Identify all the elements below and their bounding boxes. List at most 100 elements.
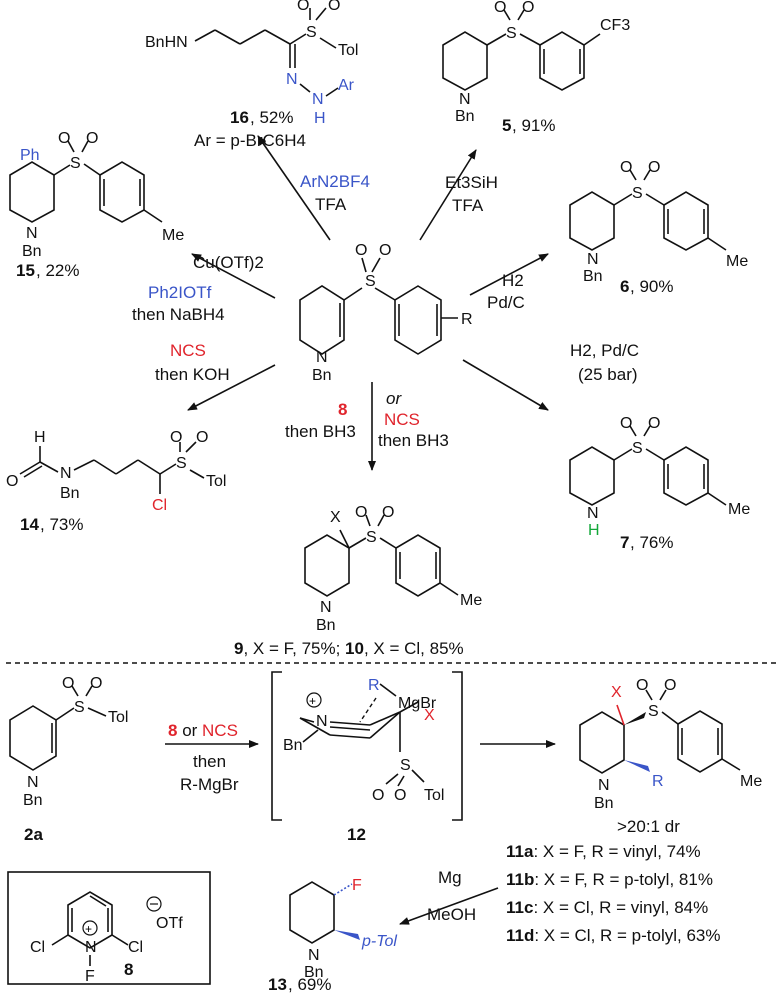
svg-text:Bn: Bn (60, 485, 80, 502)
svg-text:Bn: Bn (283, 737, 303, 754)
svg-text:Cl: Cl (128, 939, 143, 956)
intermediate-12: + N Bn R MgBr X S O O Tol 12 (271, 671, 463, 844)
svg-text:16: 16 (230, 108, 249, 127)
svg-text:H: H (314, 110, 326, 127)
reagent-8-or-ncs: 8 or NCS (168, 721, 238, 740)
svg-text:O: O (196, 429, 208, 446)
svg-text:Me: Me (162, 227, 184, 244)
svg-text:R: R (652, 773, 664, 790)
svg-text:N: N (587, 505, 599, 522)
reagent-rmgbr: R-MgBr (180, 775, 239, 794)
oxygen-label: O (355, 242, 367, 259)
svg-text:Bn: Bn (304, 964, 324, 981)
reagent-h2-pdc: H2, Pd/C (570, 341, 639, 360)
svg-text:N: N (26, 225, 38, 242)
svg-text:O: O (620, 159, 632, 176)
svg-text:S: S (632, 185, 643, 202)
svg-text:S: S (74, 699, 85, 716)
benzyl-label: Bn (312, 367, 332, 384)
svg-text:O: O (58, 130, 70, 147)
svg-text:7: 7 (620, 533, 629, 552)
compound-11b-row: 11b: X = F, R = p-tolyl, 81% (506, 870, 713, 889)
svg-text:O: O (372, 787, 384, 804)
svg-text:S: S (632, 440, 643, 457)
svg-text:p-Tol: p-Tol (361, 933, 397, 950)
svg-text:Tol: Tol (338, 42, 358, 59)
svg-text:S: S (506, 25, 517, 42)
reagent-h2: H2 (502, 271, 524, 290)
compound-9-caption: 9, X = F, 75%; 10, X = Cl, 85% (234, 639, 464, 658)
svg-text:13: 13 (268, 975, 287, 994)
arrow-to-6 (469, 253, 549, 296)
svg-text:X: X (611, 684, 622, 701)
reagent-or: or (386, 389, 402, 408)
svg-text:, 90%: , 90% (630, 277, 673, 296)
svg-text:Cl: Cl (30, 939, 45, 956)
svg-text:O: O (86, 130, 98, 147)
svg-text:Me: Me (460, 592, 482, 609)
reagent-25bar: (25 bar) (578, 365, 638, 384)
compound-11a-row: 11a: X = F, R = vinyl, 74% (506, 842, 701, 861)
reagent-8: 8 (338, 400, 347, 419)
svg-text:, 69%: , 69% (288, 975, 331, 994)
svg-text:15: 15 (16, 261, 35, 280)
svg-text:Bn: Bn (455, 108, 475, 125)
svg-text:N: N (27, 774, 39, 791)
reagent-then: then (193, 752, 226, 771)
svg-text:O: O (170, 429, 182, 446)
svg-text:S: S (400, 757, 411, 774)
svg-text:CF3: CF3 (600, 17, 630, 34)
svg-text:O: O (90, 675, 102, 692)
svg-text:N: N (587, 251, 599, 268)
svg-text:N: N (316, 713, 328, 730)
svg-text:F: F (85, 968, 95, 985)
arrow-to-14 (187, 364, 276, 411)
svg-text:N: N (85, 939, 97, 956)
svg-text:, 22%: , 22% (36, 261, 79, 280)
svg-text:O: O (394, 787, 406, 804)
nitrogen-label: N (316, 349, 328, 366)
svg-text:S: S (648, 703, 659, 720)
svg-text:O: O (494, 0, 506, 16)
oxygen-label: O (379, 242, 391, 259)
reagent-koh: then KOH (155, 365, 230, 384)
svg-text:N: N (320, 599, 332, 616)
svg-text:Bn: Bn (316, 617, 336, 634)
svg-text:O: O (328, 0, 340, 14)
reagent-cuotf2: Cu(OTf)2 (193, 253, 264, 272)
sulfur-label: S (365, 273, 376, 290)
svg-text:14: 14 (20, 515, 39, 534)
compound-13: F p-Tol N Bn 13 , 69% (268, 877, 397, 994)
reagent-ncs: NCS (170, 341, 206, 360)
reagent-mg: Mg (438, 868, 462, 887)
reagent-bh3: then BH3 (285, 422, 356, 441)
svg-text:X: X (424, 707, 435, 724)
compound-15: Ph S O O Me N Bn 15 , 22% (9, 130, 184, 280)
reagent-tfa: TFA (452, 196, 484, 215)
svg-text:O: O (297, 0, 309, 14)
svg-text:BnHN: BnHN (145, 34, 188, 51)
svg-text:O: O (62, 675, 74, 692)
svg-text:S: S (176, 455, 187, 472)
svg-text:OTf: OTf (156, 915, 183, 932)
svg-text:+: + (85, 922, 92, 936)
svg-text:O: O (522, 0, 534, 16)
svg-text:, 73%: , 73% (40, 515, 83, 534)
reagent-8-box: Cl Cl + N F OTf 8 (7, 871, 211, 985)
svg-text:N: N (286, 71, 298, 88)
svg-text:N: N (459, 91, 471, 108)
svg-text:O: O (648, 415, 660, 432)
arrow-to-7 (462, 359, 549, 411)
reagent-ph2iotf: Ph2IOTf (148, 283, 212, 302)
svg-text:H: H (588, 522, 600, 539)
svg-text:Cl: Cl (152, 497, 167, 514)
arrow-to-5 (419, 149, 477, 241)
svg-text:, 76%: , 76% (630, 533, 673, 552)
svg-text:2a: 2a (24, 825, 43, 844)
svg-text:Me: Me (728, 501, 750, 518)
svg-text:R: R (368, 677, 380, 694)
svg-text:H: H (34, 429, 46, 446)
svg-text:X: X (330, 509, 341, 526)
svg-text:O: O (6, 473, 18, 490)
reagent-arn2bf4: ArN2BF4 (300, 172, 370, 191)
